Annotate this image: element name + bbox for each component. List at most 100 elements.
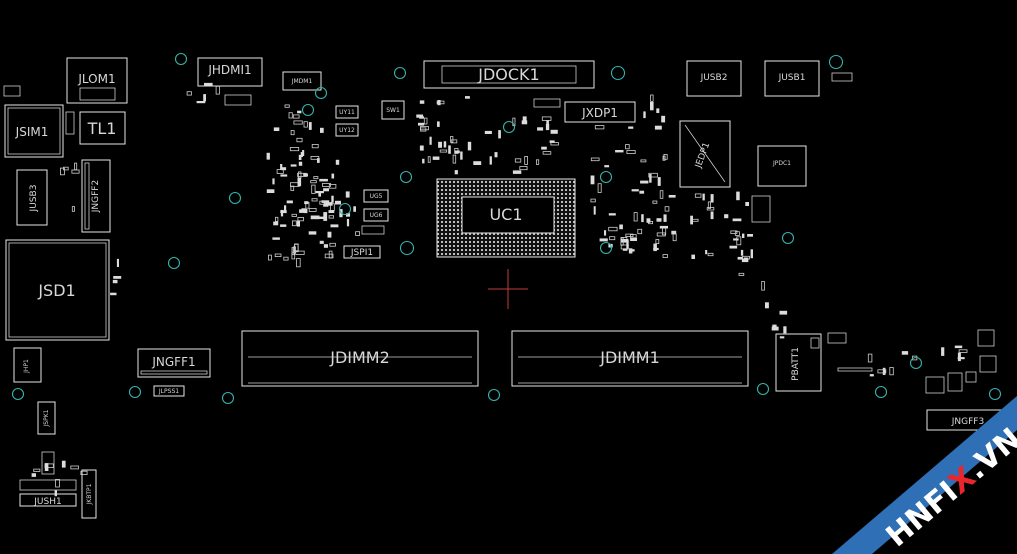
uy11-chip[interactable]: UY11 — [335, 105, 359, 119]
passive-component — [448, 145, 451, 154]
passive-component — [71, 169, 80, 174]
passive-component — [655, 239, 660, 244]
passive-component — [302, 150, 305, 156]
passive-component — [536, 159, 540, 165]
passive-component — [460, 151, 463, 160]
jusb3-connector[interactable]: JUSB3 — [16, 169, 48, 226]
passive-component — [303, 209, 308, 214]
jpdc1-connector[interactable]: JPDC1 — [757, 145, 807, 187]
jspk1-connector[interactable]: JSPK1 — [37, 401, 56, 435]
passive-component — [55, 478, 60, 488]
jspi1-connector[interactable]: JSPI1 — [343, 245, 381, 259]
passive-component — [484, 130, 492, 134]
passive-component — [783, 326, 787, 334]
passive-component — [331, 173, 335, 179]
passive-component — [63, 166, 69, 171]
passive-component — [427, 156, 431, 163]
jdock1-label: JDOCK1 — [477, 65, 539, 84]
passive-component — [729, 245, 738, 249]
passive-component — [291, 247, 295, 256]
passive-component — [649, 174, 652, 183]
passive-component — [736, 236, 742, 246]
passive-component — [323, 188, 329, 192]
passive-component — [450, 139, 458, 144]
passive-component — [734, 231, 740, 236]
passive-component — [550, 142, 559, 146]
passive-component — [328, 210, 335, 213]
mounting-hole — [228, 191, 242, 205]
passive-component — [215, 85, 220, 95]
passive-component — [867, 353, 873, 363]
jedp1-connector[interactable]: JEDP1 — [679, 120, 731, 188]
ug5-chip[interactable]: UG5 — [363, 189, 389, 203]
passive-component — [323, 204, 329, 207]
passive-component — [473, 161, 482, 165]
jhp1-label: JHP1 — [23, 359, 30, 374]
passive-component — [604, 230, 607, 236]
jusb1-connector[interactable]: JUSB1 — [764, 60, 820, 97]
passive-component — [452, 154, 457, 164]
passive-component — [297, 177, 302, 187]
passive-component — [706, 207, 715, 211]
passive-component — [626, 239, 629, 249]
jdock1-connector[interactable]: JDOCK1 — [423, 60, 595, 89]
passive-component — [292, 114, 300, 119]
uy12-chip[interactable]: UY12 — [335, 123, 359, 137]
passive-component — [297, 172, 307, 177]
passive-component — [732, 218, 742, 222]
passive-component — [521, 120, 528, 125]
jmdm1-component[interactable]: JMDM1 — [282, 71, 322, 91]
jsd1-connector[interactable]: JSD1 — [5, 239, 110, 341]
jhdmi1-connector[interactable]: JHDMI1 — [197, 57, 263, 87]
passive-component — [322, 182, 331, 187]
jlpss1-connector[interactable]: JLPSS1 — [153, 385, 185, 397]
passive-component — [438, 141, 442, 148]
passive-component — [542, 151, 552, 155]
passive-component — [707, 252, 714, 257]
passive-component — [286, 200, 293, 204]
jhp1-connector[interactable]: JHP1 — [13, 347, 42, 383]
sw1-switch[interactable]: SW1 — [381, 100, 405, 120]
passive-component — [779, 336, 785, 339]
passive-component — [318, 192, 321, 197]
jlom1-connector[interactable]: JLOM1 — [66, 57, 128, 104]
jkbtp1-connector[interactable]: JKBTP1 — [81, 469, 97, 519]
passive-component — [308, 207, 317, 212]
jusb2-connector[interactable]: JUSB2 — [686, 60, 742, 97]
tl1-component[interactable]: TL1 — [79, 111, 126, 145]
jsim1-connector[interactable]: JSIM1 — [4, 104, 64, 158]
passive-component — [291, 213, 297, 217]
jdimm2-slot[interactable]: JDIMM2 — [241, 330, 479, 387]
jhdmi1-label: JHDMI1 — [207, 63, 251, 77]
pad-cluster — [533, 98, 561, 108]
passive-component — [733, 238, 739, 241]
jdimm1-slot[interactable]: JDIMM1 — [511, 330, 749, 387]
passive-component — [628, 249, 635, 252]
uc1-cpu[interactable]: UC1 — [436, 178, 576, 258]
passive-component — [310, 155, 320, 160]
ug6-chip[interactable]: UG6 — [363, 208, 389, 222]
passive-component — [71, 206, 75, 212]
jngff1-connector[interactable]: JNGFF1 — [137, 348, 211, 378]
passive-component — [353, 206, 356, 212]
passive-component — [656, 108, 660, 113]
jusb2-label: JUSB2 — [700, 73, 728, 83]
passive-component — [297, 110, 302, 114]
passive-component — [590, 198, 596, 203]
pad-cluster — [3, 85, 21, 97]
passive-component — [590, 175, 595, 185]
passive-component — [662, 155, 666, 161]
passive-component — [450, 136, 454, 143]
jush1-connector[interactable]: JUSH1 — [19, 493, 77, 507]
pbatt1-connector[interactable]: PBATT1 — [775, 333, 822, 392]
jngff2-label: JNGFF2 — [91, 180, 101, 213]
jngff2-connector[interactable]: JNGFF2 — [81, 159, 111, 233]
passive-component — [637, 228, 643, 235]
passive-component — [317, 158, 320, 163]
mounting-hole — [781, 231, 795, 245]
jusb1-label: JUSB1 — [778, 73, 806, 83]
jxdp1-connector[interactable]: JXDP1 — [564, 101, 636, 123]
pad-cluster — [65, 111, 75, 135]
mounting-hole — [399, 240, 415, 256]
passive-component — [110, 292, 117, 296]
